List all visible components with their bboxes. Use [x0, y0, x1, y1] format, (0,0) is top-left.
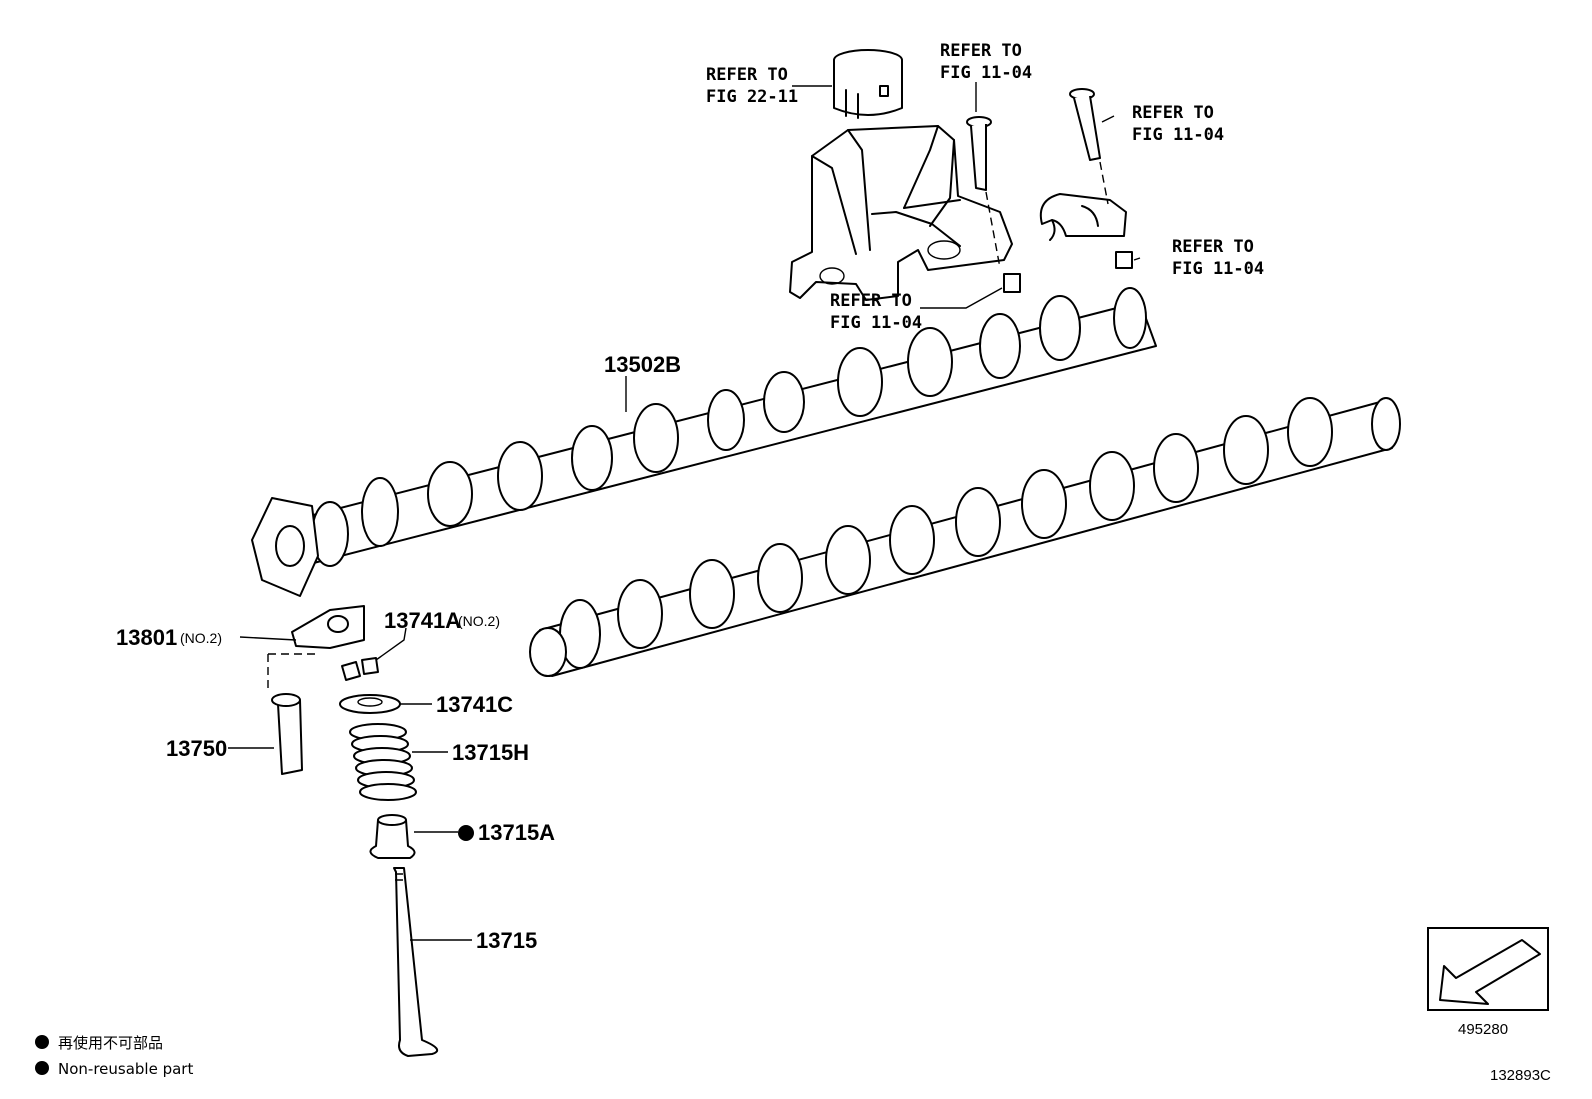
legend-bullet-jp [35, 1035, 49, 1049]
cam-lobes-upper [311, 287, 1147, 567]
reference-fig-11-04-dowel: REFER TO FIG 11-04 [1172, 237, 1264, 279]
part-note-valve-keeper: (NO.2) [458, 613, 500, 629]
part-number-lash-adjuster: 13750 [166, 736, 227, 761]
non-reusable-marker [458, 825, 474, 841]
part-number-spring-retainer: 13741C [436, 692, 513, 717]
dowel-pin-b [1115, 251, 1133, 269]
valve-stem-seal [369, 814, 416, 859]
reference-line2: FIG 11-04 [830, 313, 922, 333]
view-direction-box: 495280 [1427, 927, 1549, 1038]
leader-ref-11-04-b [1101, 115, 1115, 123]
part-number-rocker-arm: 13801 [116, 625, 177, 650]
rocker-arm [291, 605, 365, 649]
reference-line1: REFER TO [940, 41, 1022, 61]
reference-fig-11-04-top: REFER TO FIG 11-04 [940, 41, 1032, 83]
leader-ref-11-04-c [1133, 257, 1141, 261]
legend: 再使用不可部品 Non-reusable part [35, 1034, 193, 1078]
reference-fig-22-11: REFER TO FIG 22-11 [706, 65, 798, 107]
part-number-valve-keeper: 13741A [384, 608, 461, 633]
cam-lobes-lower [559, 397, 1333, 669]
part-note-rocker-arm: (NO.2) [180, 630, 222, 646]
camshaft-lower [529, 397, 1401, 677]
reference-line1: REFER TO [830, 291, 912, 311]
valve-spring [349, 723, 417, 801]
reference-line1: REFER TO [1172, 237, 1254, 257]
valve [393, 867, 439, 1057]
bearing-cap [1039, 193, 1127, 241]
part-number-valve: 13715 [476, 928, 537, 953]
reference-line2: FIG 22-11 [706, 87, 798, 107]
bolt-a [966, 116, 1001, 269]
reference-fig-11-04-right: REFER TO FIG 11-04 [1132, 103, 1224, 145]
part-number-valve-spring: 13715H [452, 740, 529, 765]
legend-text-en: Non-reusable part [58, 1060, 193, 1078]
reference-line1: REFER TO [706, 65, 788, 85]
part-number-valve-stem-seal: 13715A [478, 820, 555, 845]
dowel-pin-a [1003, 273, 1021, 293]
valve-keeper [341, 657, 379, 681]
leader-13741A [375, 627, 407, 661]
spring-retainer [339, 694, 401, 714]
legend-text-jp: 再使用不可部品 [58, 1034, 163, 1052]
reference-fig-11-04-bottom: REFER TO FIG 11-04 [830, 291, 922, 333]
view-arrow-icon [1439, 939, 1541, 1005]
oil-control-valve-housing [789, 49, 1013, 301]
part-number-camshaft: 13502B [604, 352, 681, 377]
leader-ref-11-04-d [920, 287, 1003, 309]
reference-line2: FIG 11-04 [940, 63, 1032, 83]
reference-line2: FIG 11-04 [1172, 259, 1264, 279]
leader-13801 [239, 636, 297, 641]
view-box-code: 495280 [1458, 1021, 1508, 1038]
reference-line2: FIG 11-04 [1132, 125, 1224, 145]
camshaft-upper [251, 287, 1157, 597]
lash-adjuster [271, 693, 303, 775]
legend-bullet-en [35, 1061, 49, 1075]
figure-code: 132893C [1490, 1067, 1551, 1084]
reference-line1: REFER TO [1132, 103, 1214, 123]
bolt-b [1069, 88, 1109, 205]
